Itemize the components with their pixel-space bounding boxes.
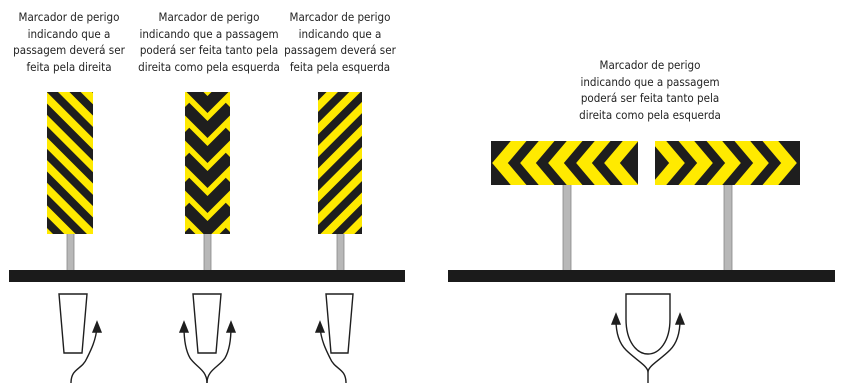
chevron-board-right — [655, 141, 800, 185]
caption-pass-right: Marcador de perigo indicando que a passa… — [13, 10, 125, 74]
hazard-marker-pass-both — [185, 92, 230, 234]
plan-diagram-pass-both — [178, 293, 237, 383]
post-right-marker — [66, 231, 75, 273]
post-right-chevron-board — [723, 183, 733, 277]
post-left-marker — [336, 231, 345, 273]
hazard-marker-pass-left — [318, 92, 362, 234]
caption-pass-both-left-panel: Marcador de perigo indicando que a passa… — [138, 10, 280, 74]
plan-diagram-pass-left — [314, 293, 354, 383]
caption-pass-left: Marcador de perigo indicando que a passa… — [284, 10, 396, 74]
road-left-panel — [9, 270, 405, 282]
chevron-board-left — [491, 141, 638, 185]
post-left-chevron-board — [562, 183, 572, 277]
post-both-marker — [203, 231, 212, 273]
plan-diagram-pass-right — [58, 293, 103, 383]
hazard-marker-pass-right — [47, 92, 93, 234]
caption-pass-both-right-panel: Marcador de perigo indicando que a passa… — [579, 58, 721, 122]
road-right-panel — [448, 270, 835, 282]
plan-diagram-island-pass-both — [610, 293, 686, 383]
